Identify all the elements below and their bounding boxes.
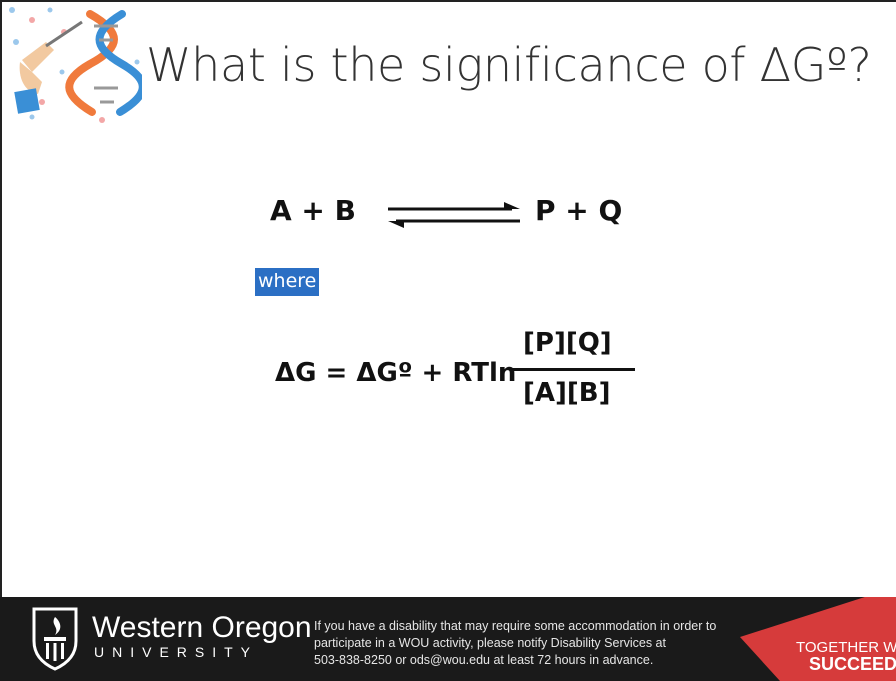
- equation-numerator: [P][Q]: [523, 328, 612, 358]
- reaction-reactants: A + B: [270, 194, 356, 227]
- fraction-bar: [511, 368, 635, 371]
- reaction-equation: A + B P + Q: [270, 186, 650, 236]
- reversible-arrow-icon: [388, 202, 520, 228]
- notice-line: If you have a disability that may requir…: [314, 619, 717, 633]
- dna-icon: [9, 7, 142, 123]
- university-subtitle: UNIVERSITY: [94, 644, 259, 660]
- slide-border-left: [0, 0, 2, 600]
- footer-banner: Western Oregon UNIVERSITY If you have a …: [0, 597, 896, 681]
- tagline-banner: [740, 597, 896, 681]
- where-label: where: [255, 268, 320, 296]
- notice-line: participate in a WOU activity, please no…: [314, 636, 666, 650]
- slide-border-top: [0, 0, 896, 2]
- university-shield-icon: [32, 607, 78, 671]
- notice-line: 503-838-8250 or ods@wou.edu at least 72 …: [314, 653, 654, 667]
- reaction-products: P + Q: [535, 194, 623, 227]
- free-energy-equation: ΔG = ΔGº + RTln [P][Q] [A][B]: [275, 328, 655, 428]
- tagline-line-1: TOGETHER WE: [796, 639, 896, 656]
- equation-denominator: [A][B]: [523, 378, 611, 408]
- accessibility-notice: If you have a disability that may requir…: [314, 618, 754, 669]
- slide-title: What is the significance of ΔGº?: [146, 38, 872, 92]
- hand-icon: [14, 20, 83, 114]
- equation-lhs: ΔG = ΔGº + RTln: [275, 358, 517, 388]
- tagline-line-2: SUCCEED: [809, 654, 896, 674]
- university-name: Western Oregon: [92, 611, 312, 644]
